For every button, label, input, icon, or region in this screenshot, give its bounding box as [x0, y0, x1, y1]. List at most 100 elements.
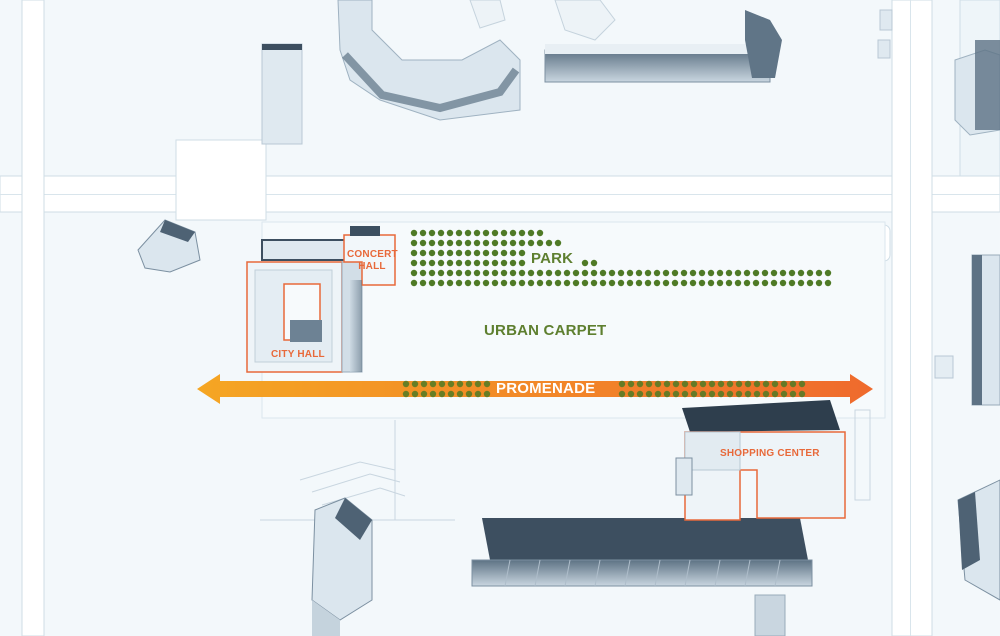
park-tree-dot	[734, 269, 742, 277]
promenade-tree-dot	[699, 390, 707, 398]
park-tree-dot	[428, 279, 436, 287]
park-tree-dot	[437, 269, 445, 277]
park-tree-dot	[824, 279, 832, 287]
park-tree-dot	[689, 269, 697, 277]
promenade-tree-dot	[465, 380, 473, 388]
park-tree-dot	[554, 239, 562, 247]
park-tree-dot	[518, 259, 526, 267]
park-tree-dot	[536, 269, 544, 277]
promenade-tree-dot	[411, 380, 419, 388]
park-tree-dot	[725, 279, 733, 287]
park-label: PARK	[531, 250, 574, 267]
park-tree-dot	[806, 269, 814, 277]
park-tree-dot	[644, 269, 652, 277]
park-tree-dot	[446, 269, 454, 277]
promenade-tree-dot	[726, 390, 734, 398]
park-tree-dot	[671, 269, 679, 277]
park-tree-dot	[473, 279, 481, 287]
park-tree-dot	[500, 279, 508, 287]
promenade-tree-dot	[681, 390, 689, 398]
park-tree-dot	[437, 229, 445, 237]
park-tree-dot	[491, 269, 499, 277]
promenade-tree-dot	[636, 380, 644, 388]
park-tree-dot	[554, 279, 562, 287]
park-tree-dot	[815, 279, 823, 287]
promenade-tree-dot	[753, 380, 761, 388]
park-tree-dot	[428, 239, 436, 247]
park-tree-dot	[671, 279, 679, 287]
promenade-tree-dot	[447, 380, 455, 388]
park-tree-dot	[617, 279, 625, 287]
promenade-tree-dot	[438, 390, 446, 398]
park-tree-dot	[509, 229, 517, 237]
park-tree-dot	[536, 229, 544, 237]
promenade-tree-dot	[717, 390, 725, 398]
park-tree-dot	[491, 239, 499, 247]
park-tree-dot	[716, 269, 724, 277]
park-tree-dot	[482, 259, 490, 267]
park-tree-dot	[500, 269, 508, 277]
park-tree-dot	[698, 279, 706, 287]
park-tree-dot	[536, 279, 544, 287]
promenade-tree-dot	[708, 380, 716, 388]
promenade-tree-dot	[753, 390, 761, 398]
park-tree-dot	[437, 249, 445, 257]
promenade-tree-dot	[429, 380, 437, 388]
park-tree-dot	[770, 279, 778, 287]
park-tree-dot	[455, 269, 463, 277]
promenade-tree-dot	[762, 380, 770, 388]
park-tree-dot	[455, 259, 463, 267]
promenade-tree-dot	[456, 380, 464, 388]
promenade-tree-dot	[618, 390, 626, 398]
park-tree-dot	[761, 269, 769, 277]
park-tree-dot	[572, 279, 580, 287]
park-tree-dot	[419, 279, 427, 287]
park-tree-dot	[482, 239, 490, 247]
park-tree-dot	[590, 279, 598, 287]
building-south-long	[471, 518, 813, 636]
park-tree-dot	[410, 269, 418, 277]
park-tree-dot	[509, 279, 517, 287]
park-tree-dot	[491, 259, 499, 267]
promenade-tree-dot	[474, 390, 482, 398]
promenade-tree-dot	[465, 390, 473, 398]
park-tree-dot	[446, 249, 454, 257]
park-tree-dot	[455, 279, 463, 287]
park-tree-dot	[536, 239, 544, 247]
park-tree-dot	[824, 269, 832, 277]
promenade-tree-dot	[438, 380, 446, 388]
park-tree-dot	[545, 239, 553, 247]
promenade-tree-dot	[654, 390, 662, 398]
promenade-tree-dot	[681, 380, 689, 388]
park-tree-dot	[446, 229, 454, 237]
park-tree-dot	[752, 279, 760, 287]
promenade-tree-dot	[726, 380, 734, 388]
park-tree-dot	[518, 239, 526, 247]
promenade-tree-dot	[663, 380, 671, 388]
park-tree-dot	[437, 259, 445, 267]
park-tree-dot	[563, 269, 571, 277]
park-tree-dot	[437, 279, 445, 287]
park-tree-dot	[491, 229, 499, 237]
park-tree-dot	[545, 269, 553, 277]
park-tree-dot	[455, 249, 463, 257]
park-tree-dot	[491, 279, 499, 287]
promenade-tree-dot	[411, 390, 419, 398]
park-tree-dot	[437, 239, 445, 247]
main-road-vertical	[891, 0, 933, 636]
park-tree-dot	[410, 239, 418, 247]
park-tree-dot	[590, 259, 598, 267]
park-tree-dot	[419, 249, 427, 257]
shopping-center-building	[675, 400, 871, 521]
park-tree-dot	[419, 239, 427, 247]
park-tree-dot	[428, 249, 436, 257]
promenade-tree-dot	[420, 390, 428, 398]
promenade-tree-dot	[798, 380, 806, 388]
concert-hall-label-line1: CONCERT	[347, 249, 398, 260]
park-tree-dot	[428, 269, 436, 277]
park-tree-dot	[482, 249, 490, 257]
park-tree-dot	[509, 239, 517, 247]
park-tree-dot	[788, 269, 796, 277]
